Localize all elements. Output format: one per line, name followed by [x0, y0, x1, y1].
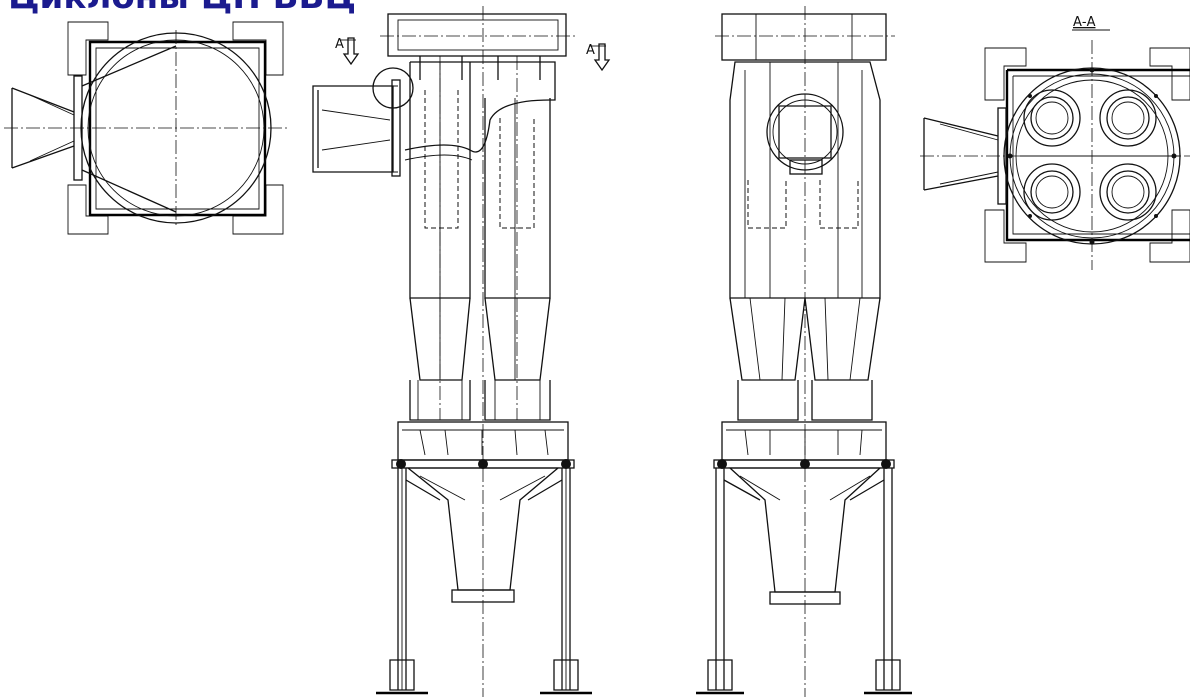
section-a-a-label: А-А	[1073, 15, 1096, 30]
cyclone-tube	[1023, 163, 1081, 221]
section-a-a-view: А-А	[920, 15, 1190, 270]
section-arrow-label-right: А	[586, 43, 595, 58]
cyclone-tube	[1099, 89, 1157, 147]
front-elevation-view	[696, 6, 912, 697]
section-arrow-label-left: А	[335, 37, 344, 52]
top-view	[4, 21, 290, 235]
cyclone-tube	[1099, 163, 1157, 221]
side-elevation-view: А А	[312, 6, 611, 697]
page-title: Циклоны ЦН ВВЦ	[8, 0, 356, 14]
cyclone-tube	[1023, 89, 1081, 147]
